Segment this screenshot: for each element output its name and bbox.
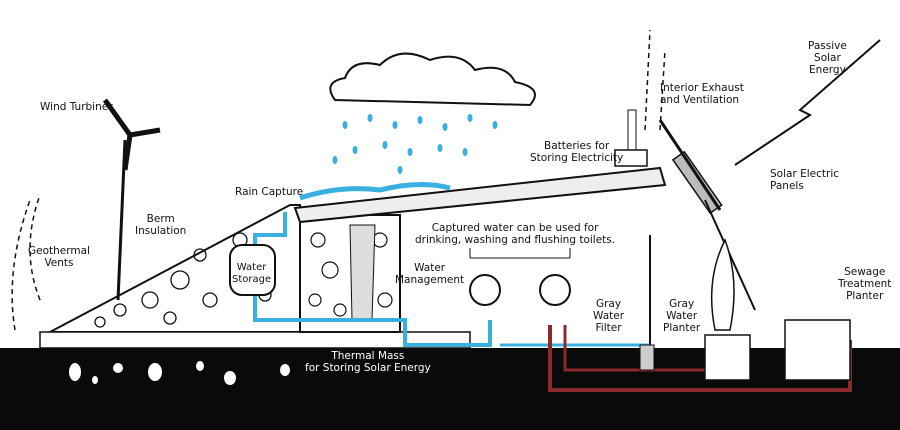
sun-energy-arrow — [734, 39, 881, 166]
label-captured-water: Captured water can be used for drinking,… — [415, 222, 616, 246]
rain — [332, 114, 498, 174]
label-batteries: Batteries for Storing Electricity — [530, 140, 624, 164]
label-gray-water-filter: Gray Water Filter — [593, 298, 625, 334]
water-storage-tank — [229, 244, 276, 296]
label-geothermal-vents: Geothermal Vents — [28, 245, 90, 269]
gray-water-planter — [704, 334, 751, 381]
label-thermal-mass: Thermal Mass for Storing Solar Energy — [305, 350, 431, 374]
ground-stones — [69, 361, 290, 385]
label-sewage-planter: Sewage Treatment Planter — [838, 266, 892, 302]
cloud — [329, 52, 536, 107]
label-gray-water-planter: Gray Water Planter — [663, 298, 701, 334]
label-water-management: Water Management — [395, 262, 465, 286]
roof — [293, 166, 667, 224]
label-interior-exhaust: Interior Exhaust and Ventilation — [660, 82, 744, 106]
label-rain-capture: Rain Capture — [235, 186, 304, 198]
label-berm-insulation: Berm Insulation — [135, 213, 187, 237]
label-water-storage: Water Storage — [232, 262, 272, 285]
label-wind-turbines: Wind Turbines — [40, 101, 114, 113]
label-solar-panels: Solar Electric Panels — [770, 168, 840, 192]
label-passive-solar: Passive Solar Energy — [808, 40, 847, 76]
water-pipe — [253, 212, 492, 347]
sewage-planter — [784, 319, 851, 381]
recirculation-icon — [539, 274, 571, 306]
recirculation-icon — [469, 274, 501, 306]
batteries — [614, 149, 648, 167]
solar-panel — [671, 150, 723, 215]
